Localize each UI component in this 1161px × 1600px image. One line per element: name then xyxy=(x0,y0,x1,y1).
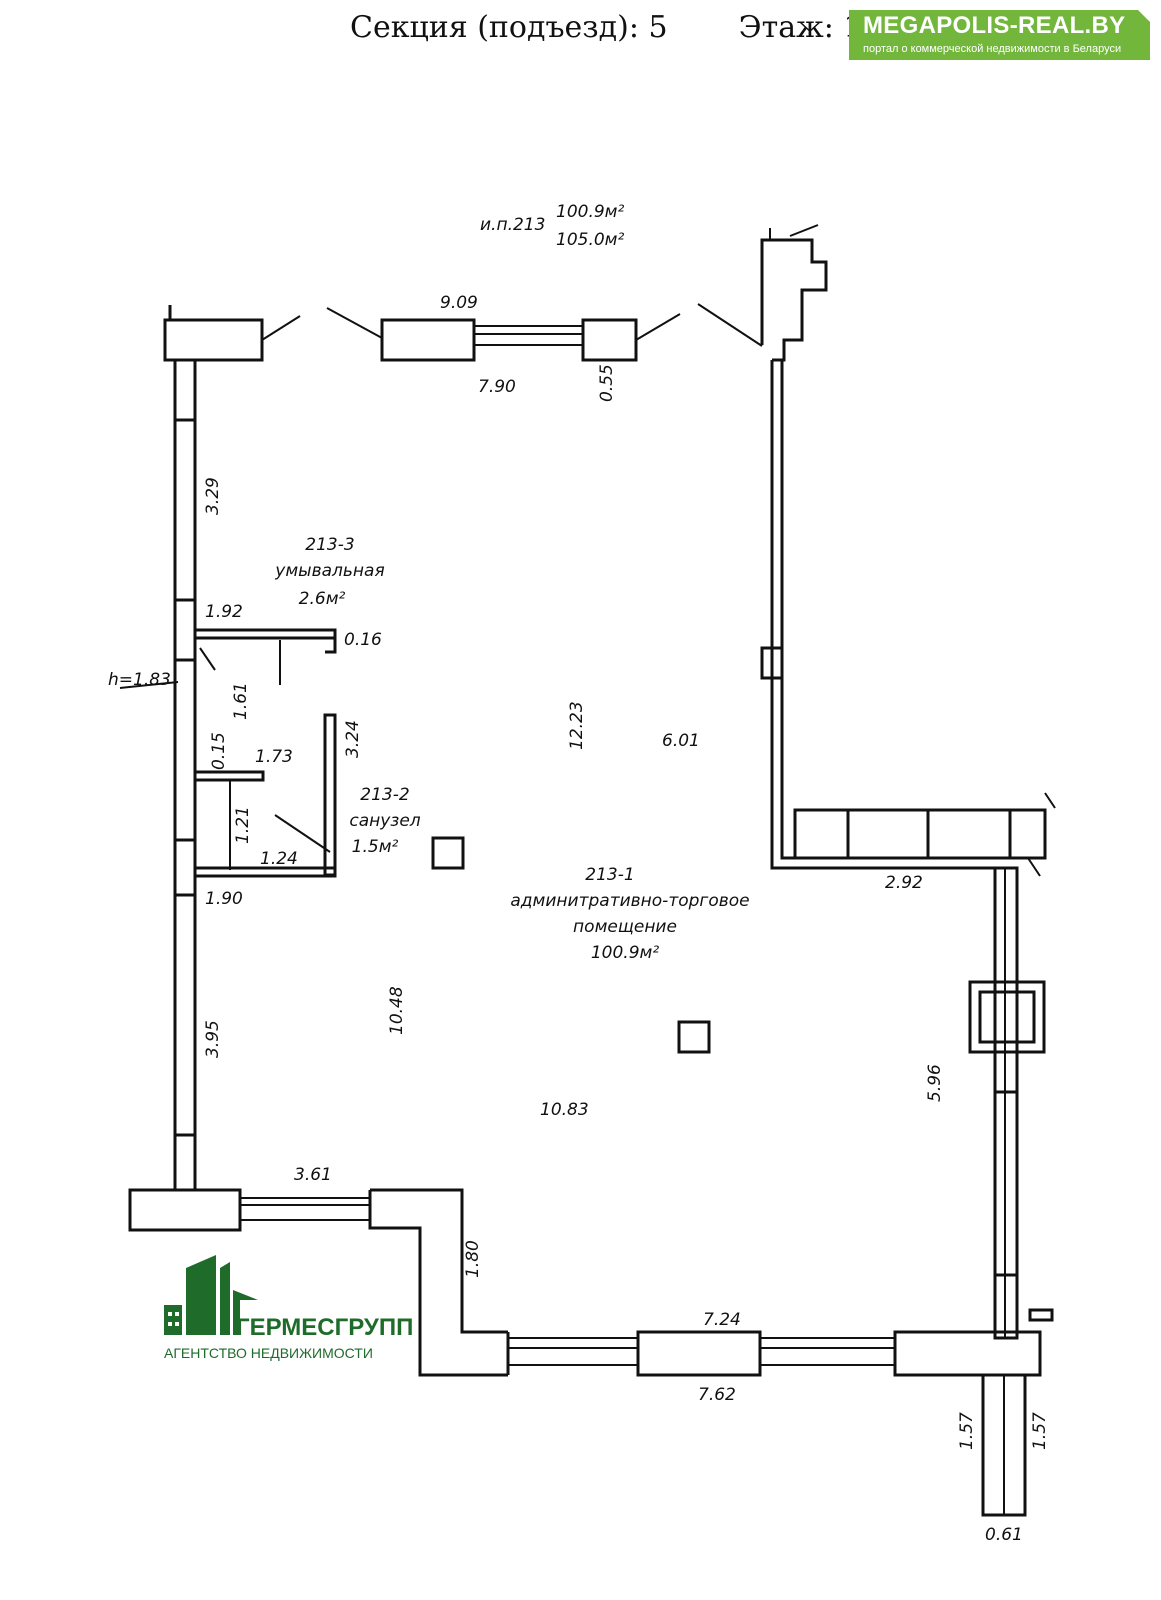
dimension-label: 3.95 xyxy=(203,1020,223,1058)
dimension-label: 0.55 xyxy=(597,364,617,402)
dimension-label: 1.24 xyxy=(260,849,298,869)
dimension-label: 6.01 xyxy=(662,731,700,751)
dimension-label: 9.09 xyxy=(440,293,478,313)
dimension-label: 7.62 xyxy=(698,1385,736,1405)
wall-lines xyxy=(119,224,1056,1517)
unit-area-total: 105.0м² xyxy=(556,230,624,250)
room-213-2-area: 1.5м² xyxy=(352,837,399,857)
dimension-label: 1.92 xyxy=(205,602,243,622)
dimension-label: 0.61 xyxy=(985,1525,1023,1545)
company-logo: ГЕРМЕСГРУПП АГЕНТСТВО НЕДВИЖИМОСТИ xyxy=(164,1255,413,1361)
dimension-label: 7.90 xyxy=(478,377,516,397)
dimension-label: 7.24 xyxy=(703,1310,741,1330)
dimension-label: 1.90 xyxy=(205,889,243,909)
dimension-label: 10.48 xyxy=(387,986,407,1035)
unit-area-living: 100.9м² xyxy=(556,202,624,222)
floor-label: Этаж: 1 xyxy=(738,10,863,45)
building-logo-icon xyxy=(164,1255,258,1335)
site-badge-subtitle: портал о коммерческой недвижимости в Бел… xyxy=(863,43,1122,55)
site-badge-title: MEGAPOLIS-REAL.BY xyxy=(863,12,1126,39)
dimension-label: 3.61 xyxy=(294,1165,332,1185)
room-213-3-area: 2.6м² xyxy=(299,589,346,609)
logo-tagline: АГЕНТСТВО НЕДВИЖИМОСТИ xyxy=(164,1345,373,1361)
dimension-label: 3.29 xyxy=(203,477,223,515)
room-213-2-id: 213-2 xyxy=(360,785,409,805)
dimension-label: 12.23 xyxy=(567,701,587,750)
room-213-1-name-2: помещение xyxy=(573,917,677,937)
dimension-label: h=1.83 xyxy=(108,670,171,690)
site-badge[interactable]: MEGAPOLIS-REAL.BY портал о коммерческой … xyxy=(849,10,1150,60)
dimension-label: 3.24 xyxy=(343,720,363,758)
room-213-1-area: 100.9м² xyxy=(591,943,659,963)
dimension-label: 10.83 xyxy=(540,1100,589,1120)
dimension-label: 1.80 xyxy=(463,1240,483,1278)
room-213-2-name: санузел xyxy=(349,811,420,831)
dimension-label: 1.73 xyxy=(255,747,293,767)
dimension-label: 2.92 xyxy=(885,873,923,893)
room-213-1-name: админитративно-торговое xyxy=(510,891,749,911)
dimension-label: 0.16 xyxy=(344,630,382,650)
dimension-label: 0.15 xyxy=(209,732,229,770)
dimension-label: 1.57 xyxy=(957,1412,977,1450)
section-label: Секция (подъезд): 5 xyxy=(350,10,668,45)
dimension-label: 5.96 xyxy=(925,1064,945,1102)
unit-id: и.п.213 xyxy=(480,215,545,235)
room-213-3-id: 213-3 xyxy=(305,535,354,555)
logo-name: ГЕРМЕСГРУПП xyxy=(236,1314,413,1341)
badge-fold-icon xyxy=(1138,10,1150,22)
room-213-3-name: умывальная xyxy=(274,561,384,581)
dimension-label: 1.57 xyxy=(1030,1412,1050,1450)
room-213-1-id: 213-1 xyxy=(585,865,634,885)
dimension-label: 1.21 xyxy=(233,806,253,844)
plan-header: Секция (подъезд): 5 Этаж: 1 xyxy=(350,10,862,45)
dimension-label: 1.61 xyxy=(231,682,251,720)
